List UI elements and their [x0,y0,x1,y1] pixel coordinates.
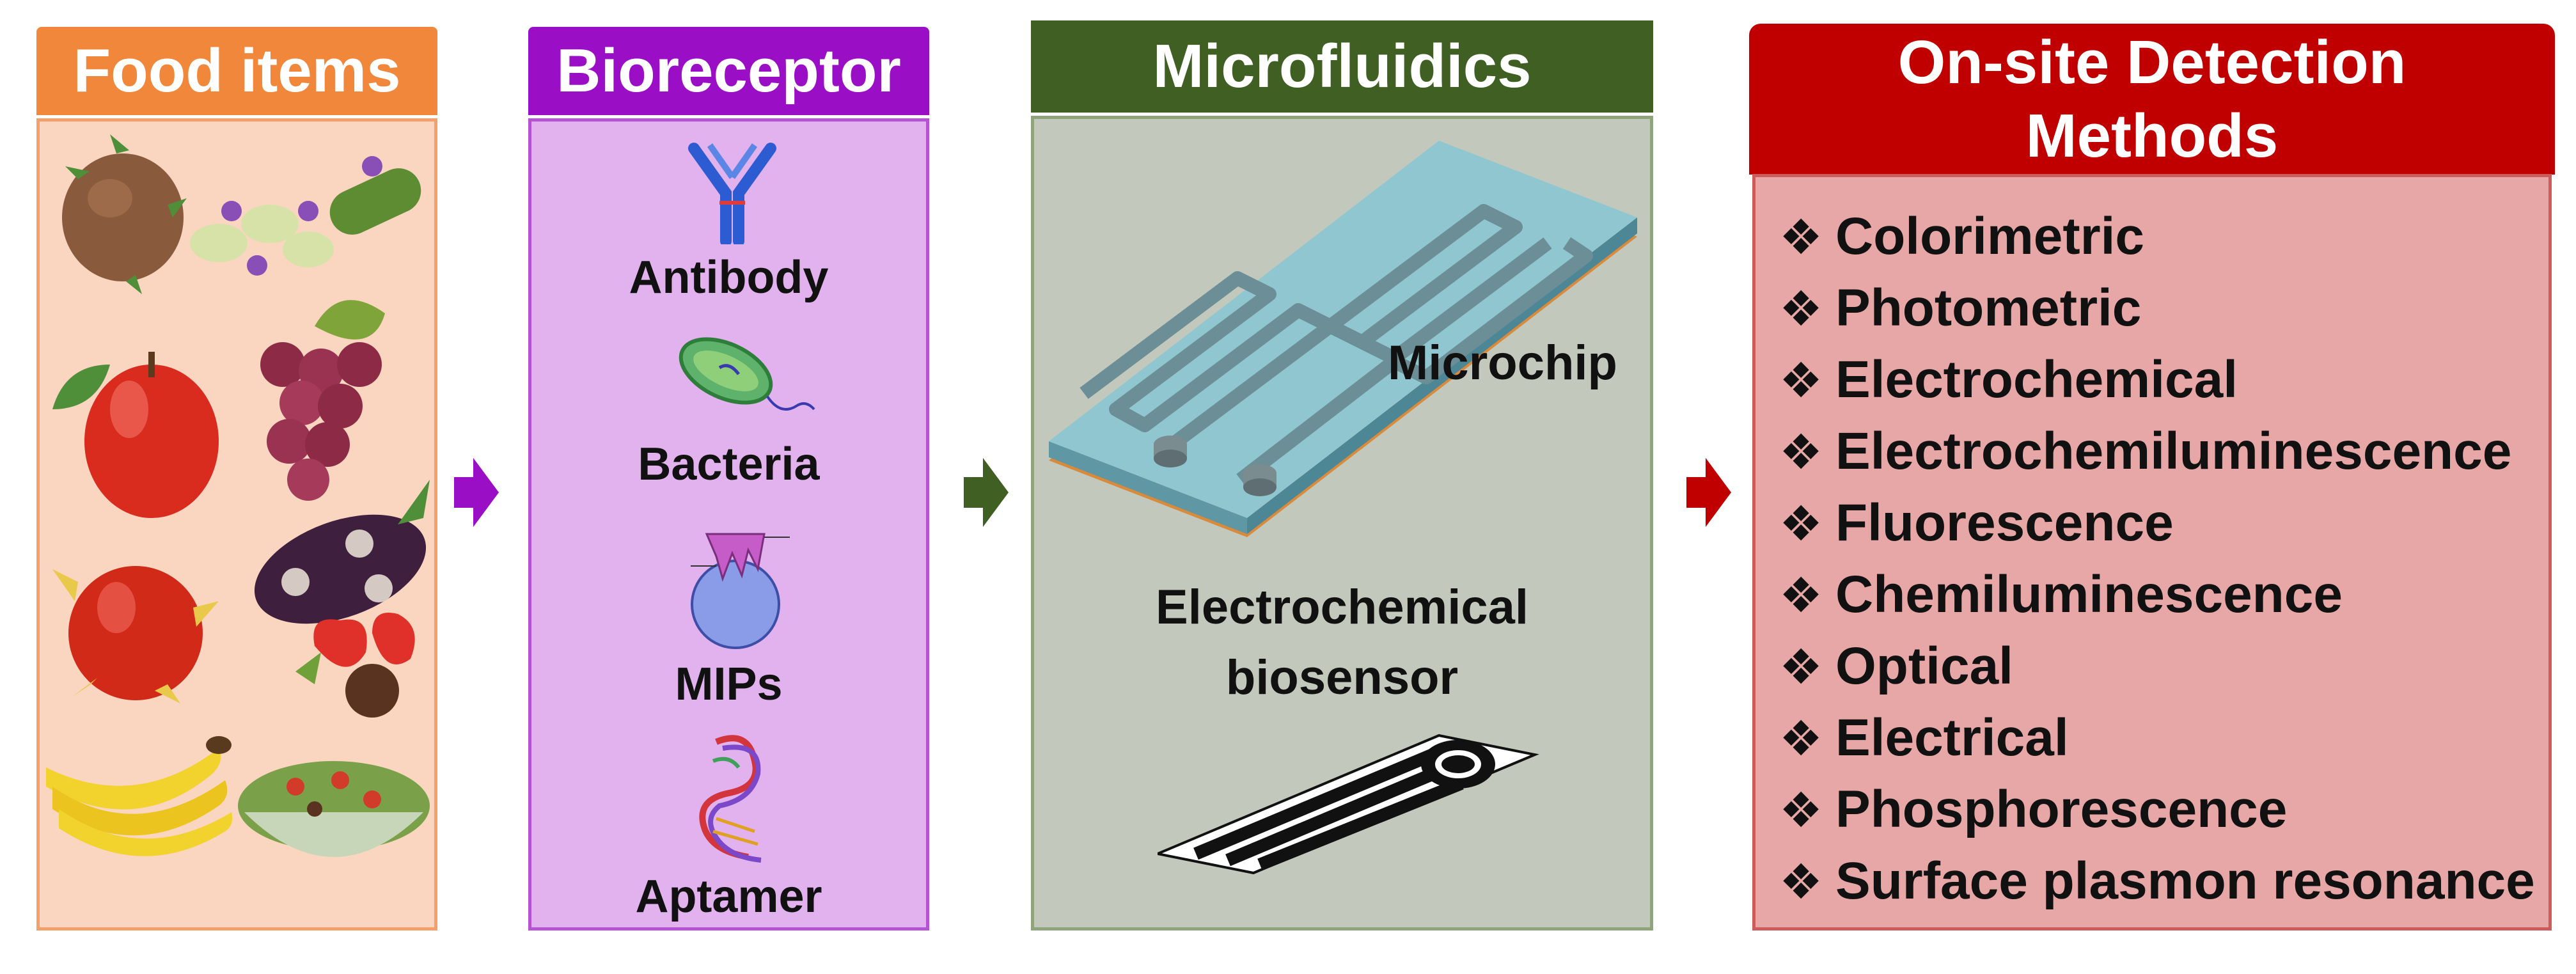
food-items-header: Food items [36,27,437,115]
grapes-icon [260,300,385,501]
banana-icon [46,736,233,856]
arrow-right-icon [1686,458,1731,527]
method-item: ❖Electrical [1779,706,2069,770]
mips-label: MIPs [675,659,783,710]
method-label: Colorimetric [1835,207,2144,265]
method-label: Electrical [1835,709,2069,767]
method-label: Fluorescence [1835,494,2174,552]
diamond-bullet-icon: ❖ [1779,279,1823,337]
diamond-bullet-icon: ❖ [1779,351,1823,409]
method-label: Electrochemiluminescence [1835,422,2512,480]
electrochemical-biosensor-label-line1: Electrochemical [1156,580,1528,634]
diamond-bullet-icon: ❖ [1779,852,1823,910]
method-item: ❖Phosphorescence [1779,778,2287,842]
diamond-bullet-icon: ❖ [1779,566,1823,624]
diamond-bullet-icon: ❖ [1779,709,1823,767]
red-apple-icon [52,352,219,518]
method-label: Electrochemical [1835,350,2238,409]
method-label: Phosphorescence [1835,780,2288,838]
aptamer-icon [699,735,762,863]
bacteria-label: Bacteria [638,439,820,490]
mips-icon [691,533,790,649]
arrow-right-icon [964,458,1009,527]
diamond-bullet-icon: ❖ [1779,781,1823,838]
arrow-right-icon [454,458,499,527]
food-items-title: Food items [73,36,401,106]
aptamer-label: Aptamer [635,871,822,922]
bioreceptor-title: Bioreceptor [556,36,901,106]
zucchini-icon [190,156,421,276]
electrochemical-biosensor-label-line2: biosensor [1225,650,1459,705]
strawberries-icon [295,613,415,718]
diamond-bullet-icon: ❖ [1779,208,1823,265]
detection-title-line2: Methods [2025,102,2279,170]
microchip-label: Microchip [1388,336,1617,390]
diamond-bullet-icon: ❖ [1779,494,1823,552]
detection-methods-panel [1752,174,2552,931]
tomato-icon [52,566,219,703]
method-item: ❖Chemiluminescence [1779,563,2343,627]
method-item: ❖Fluorescence [1779,491,2174,555]
antibody-label: Antibody [629,252,829,303]
screen-printed-electrode-icon [1158,734,1539,875]
microchip-icon [1049,141,1637,537]
method-label: Photometric [1835,279,2142,337]
eggplant-icon [254,480,430,624]
method-item: ❖Photometric [1779,276,2141,340]
method-item: ❖Surface plasmon resonance [1779,849,2535,913]
bioreceptor-header: Bioreceptor [528,27,929,115]
food-illustrations [46,134,430,857]
diamond-bullet-icon: ❖ [1779,423,1823,480]
method-label: Chemiluminescence [1835,565,2343,624]
method-label: Optical [1835,637,2013,695]
potato-icon [62,134,187,294]
detection-methods-header: On-site Detection Methods [1749,24,2555,175]
antibody-icon [688,143,776,244]
method-item: ❖Electrochemical [1779,348,2238,412]
method-item: ❖Optical [1779,634,2013,698]
microfluidics-header: Microfluidics [1031,20,1653,113]
salad-bowl-icon [238,761,430,857]
microfluidics-title: Microfluidics [1152,32,1532,101]
method-item: ❖Colorimetric [1779,205,2144,269]
method-item: ❖Electrochemiluminescence [1779,420,2511,483]
method-label: Surface plasmon resonance [1835,852,2535,910]
detection-title-line1: On-site Detection [1897,27,2407,97]
diamond-bullet-icon: ❖ [1779,638,1823,695]
bacteria-icon [679,337,815,411]
